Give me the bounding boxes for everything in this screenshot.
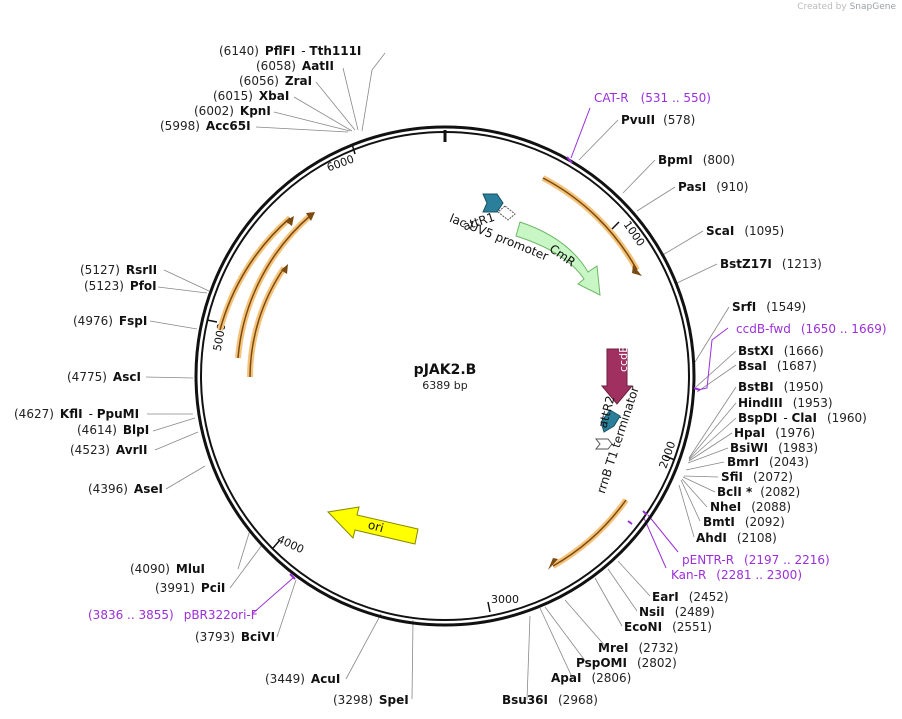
site-label: SrfI(1549) [732, 300, 806, 314]
primer-label: pENTR-R(2197 .. 2216) [682, 553, 830, 567]
ccdb-feature [600, 348, 634, 405]
site-label: (3449)AcuI [265, 672, 340, 686]
site-label: (4627)KflI- PpuMI [14, 407, 139, 421]
plasmid-name: pJAK2.B [414, 362, 477, 378]
site-label: ScaI(1095) [706, 224, 784, 238]
site-label: (6002)KpnI [194, 104, 271, 118]
ccdb-label: ccdB [617, 345, 630, 372]
site-label: EarI(2452) [652, 590, 729, 604]
site-label: BsaI(1687) [738, 359, 817, 373]
primer-label: CAT-R(531 .. 550) [594, 91, 711, 105]
attr1-feature [482, 193, 504, 213]
snapgene-credit: Created by SnapGene [797, 2, 896, 12]
primer-leader-lines [251, 107, 729, 615]
plasmid-size: 6389 bp [422, 379, 467, 392]
site-label: (4775)AscI [67, 370, 141, 384]
site-label: BsiWI(1983) [730, 441, 818, 455]
site-label: (3793)BciVI [195, 630, 275, 644]
primer-labels: CAT-R(531 .. 550) ccdB-fwd(1650 .. 1669)… [88, 91, 887, 622]
site-label: ApaI(2806) [551, 671, 631, 685]
primer-label: Kan-R(2281 .. 2300) [671, 568, 802, 582]
right-site-labels: PvuII(578) BpmI(800) PasI(910) ScaI(1095… [502, 113, 867, 707]
site-label: NsiI(2489) [639, 605, 715, 619]
site-label: PvuII(578) [621, 113, 695, 127]
tick-3000: 3000 [491, 593, 519, 606]
credit-brand: SnapGene [849, 2, 896, 12]
cmr-feature [515, 221, 601, 296]
tick-4000: 4000 [275, 533, 306, 557]
site-label: HindIII(1953) [738, 396, 833, 410]
site-label: (3991)PciI [155, 581, 225, 595]
coordinate-ticks [206, 143, 676, 613]
site-label: (4523)AvrII [70, 443, 147, 457]
site-label: (5127)RsrII [80, 263, 157, 277]
site-label: BmtI(2092) [703, 515, 785, 529]
site-label: (5998)Acc65I [160, 119, 251, 133]
site-label: Bsu36I(2968) [502, 693, 598, 707]
site-label: (4976)FspI [73, 314, 147, 328]
site-label: (6058)AatII [256, 59, 334, 73]
site-label: (3298)SpeI [333, 693, 409, 707]
site-label: BspDI- ClaI(1960) [738, 411, 867, 425]
site-label: (4396)AseI [88, 482, 163, 496]
site-label: AhdI(2108) [696, 531, 777, 545]
rrnb-terminator-marker [594, 438, 613, 450]
site-label: NheI(2088) [710, 500, 791, 514]
site-label: PasI(910) [678, 180, 748, 194]
primer-label: (3836 .. 3855)pBR322ori-F [88, 608, 258, 622]
site-label: BpmI(800) [658, 153, 735, 167]
site-label: BstZ17I(1213) [720, 257, 822, 271]
lac-uv5-promoter-marker [497, 205, 516, 221]
ori-label: ori [367, 518, 386, 536]
site-label: EcoNI(2551) [624, 620, 712, 634]
site-label: BclI *(2082) [717, 485, 800, 499]
orf-arcs [217, 175, 640, 569]
site-label: (6015)XbaI [213, 89, 289, 103]
site-label: HpaI(1976) [734, 426, 815, 440]
ori-feature [326, 506, 419, 545]
site-label: SfiI(2072) [721, 470, 793, 484]
site-label: MreI(2732) [598, 641, 678, 655]
attr2-feature [600, 409, 621, 433]
site-label: (5123)PfoI [84, 279, 157, 293]
site-label: BstXI(1666) [738, 344, 824, 358]
site-label: (4614)BlpI [77, 423, 149, 437]
primer-marks [289, 156, 701, 580]
primer-label: ccdB-fwd(1650 .. 1669) [736, 322, 887, 336]
tick-5000: 5000 [211, 322, 229, 352]
credit-prefix: Created by [797, 2, 847, 12]
site-label: (6140)PflFI- Tth111I [219, 44, 361, 58]
site-label: (4090)MluI [130, 562, 205, 576]
site-label: PspOMI(2802) [576, 656, 677, 670]
left-leader-lines [145, 52, 531, 701]
site-label: (6056)ZraI [239, 74, 312, 88]
site-label: BmrI(2043) [727, 455, 809, 469]
right-leader-lines [539, 119, 737, 678]
site-label: BstBI(1950) [738, 380, 824, 394]
orf-arrowheads [281, 212, 642, 570]
left-site-labels: (6140)PflFI- Tth111I (6058)AatII (6056)Z… [14, 44, 409, 707]
backbone-outer [194, 125, 696, 627]
